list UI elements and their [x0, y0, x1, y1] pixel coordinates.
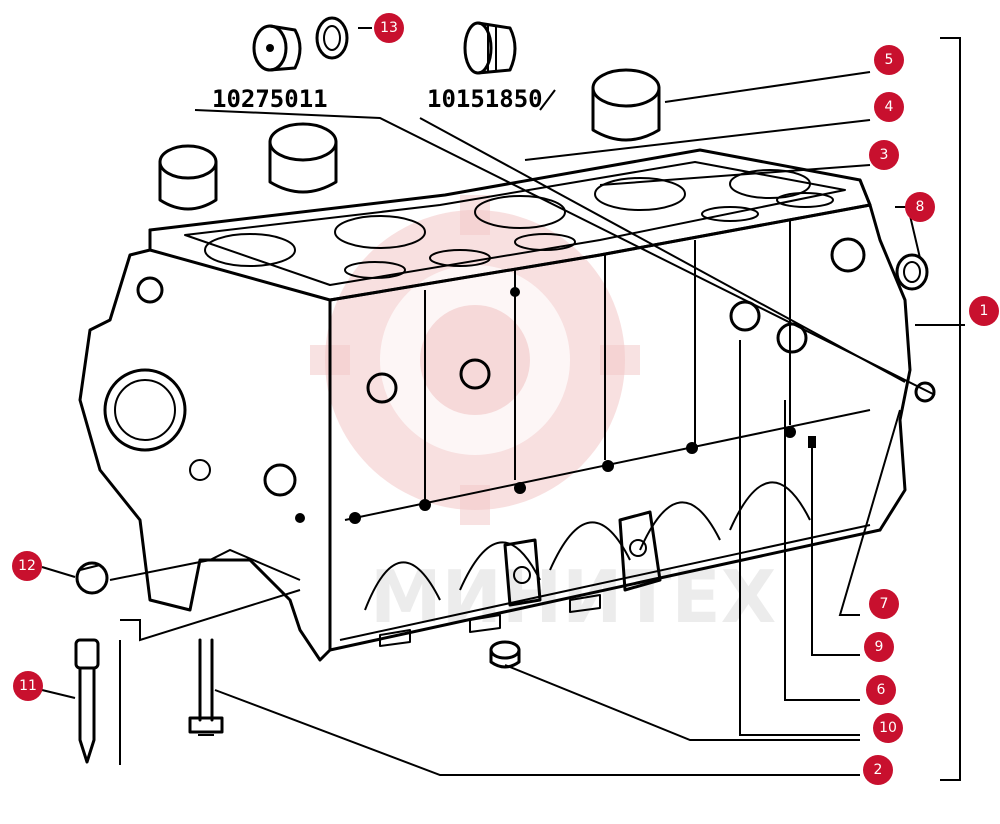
seal-8	[895, 253, 929, 291]
callout-9[interactable]: 9	[864, 632, 894, 662]
callout-12[interactable]: 12	[12, 551, 42, 581]
svg-text:11: 11	[19, 678, 37, 694]
callout-6[interactable]: 6	[866, 675, 896, 705]
part-code-labels: 10275011 10151850	[212, 85, 556, 113]
part-code-10151850: 10151850	[427, 85, 543, 113]
svg-text:8: 8	[916, 199, 925, 215]
callout-11[interactable]: 11	[13, 671, 43, 701]
callout-4[interactable]: 4	[874, 92, 904, 122]
plug-10151850	[463, 21, 517, 75]
svg-text:10: 10	[879, 720, 897, 736]
washer-13	[315, 16, 349, 60]
part-code-10275011: 10275011	[212, 85, 328, 113]
callout-1[interactable]: 1	[969, 296, 999, 326]
svg-text:5: 5	[885, 52, 894, 68]
bolt-11	[74, 638, 100, 764]
cylinder-liner-left	[158, 144, 218, 211]
callouts: 13 5 4 3 8 1 7 9	[12, 13, 999, 785]
cylinder-liner-right	[591, 68, 661, 142]
engine-block	[78, 148, 936, 662]
svg-text:9: 9	[875, 639, 884, 655]
svg-text:12: 12	[18, 558, 36, 574]
callout-7[interactable]: 7	[869, 589, 899, 619]
svg-text:1: 1	[980, 303, 989, 319]
callout-8[interactable]: 8	[905, 192, 935, 222]
cylinder-liner-middle	[268, 122, 338, 194]
cap-plug	[489, 640, 521, 669]
callout-3[interactable]: 3	[869, 140, 899, 170]
svg-text:6: 6	[877, 682, 886, 698]
svg-text:13: 13	[380, 20, 398, 36]
callout-5[interactable]: 5	[874, 45, 904, 75]
plug-12	[75, 561, 109, 595]
callout-2[interactable]: 2	[863, 755, 893, 785]
svg-text:4: 4	[885, 99, 894, 115]
stud-bolt	[188, 638, 224, 736]
callout-10[interactable]: 10	[873, 713, 903, 743]
callout-13[interactable]: 13	[374, 13, 404, 43]
leader-lines	[41, 27, 965, 781]
svg-text:2: 2	[874, 762, 883, 778]
plug-10275011	[252, 24, 302, 72]
svg-text:7: 7	[880, 596, 889, 612]
svg-text:3: 3	[880, 147, 889, 163]
